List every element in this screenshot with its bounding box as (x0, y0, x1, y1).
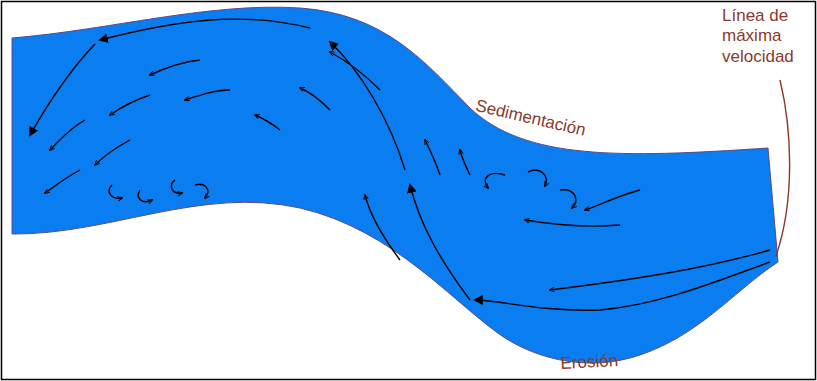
river-channel (12, 7, 778, 363)
region-label: Erosión (560, 349, 651, 374)
flow-arrows (30, 19, 770, 310)
leader-line (776, 80, 790, 256)
callout-label: Línea de máxima velocidad (722, 6, 814, 67)
